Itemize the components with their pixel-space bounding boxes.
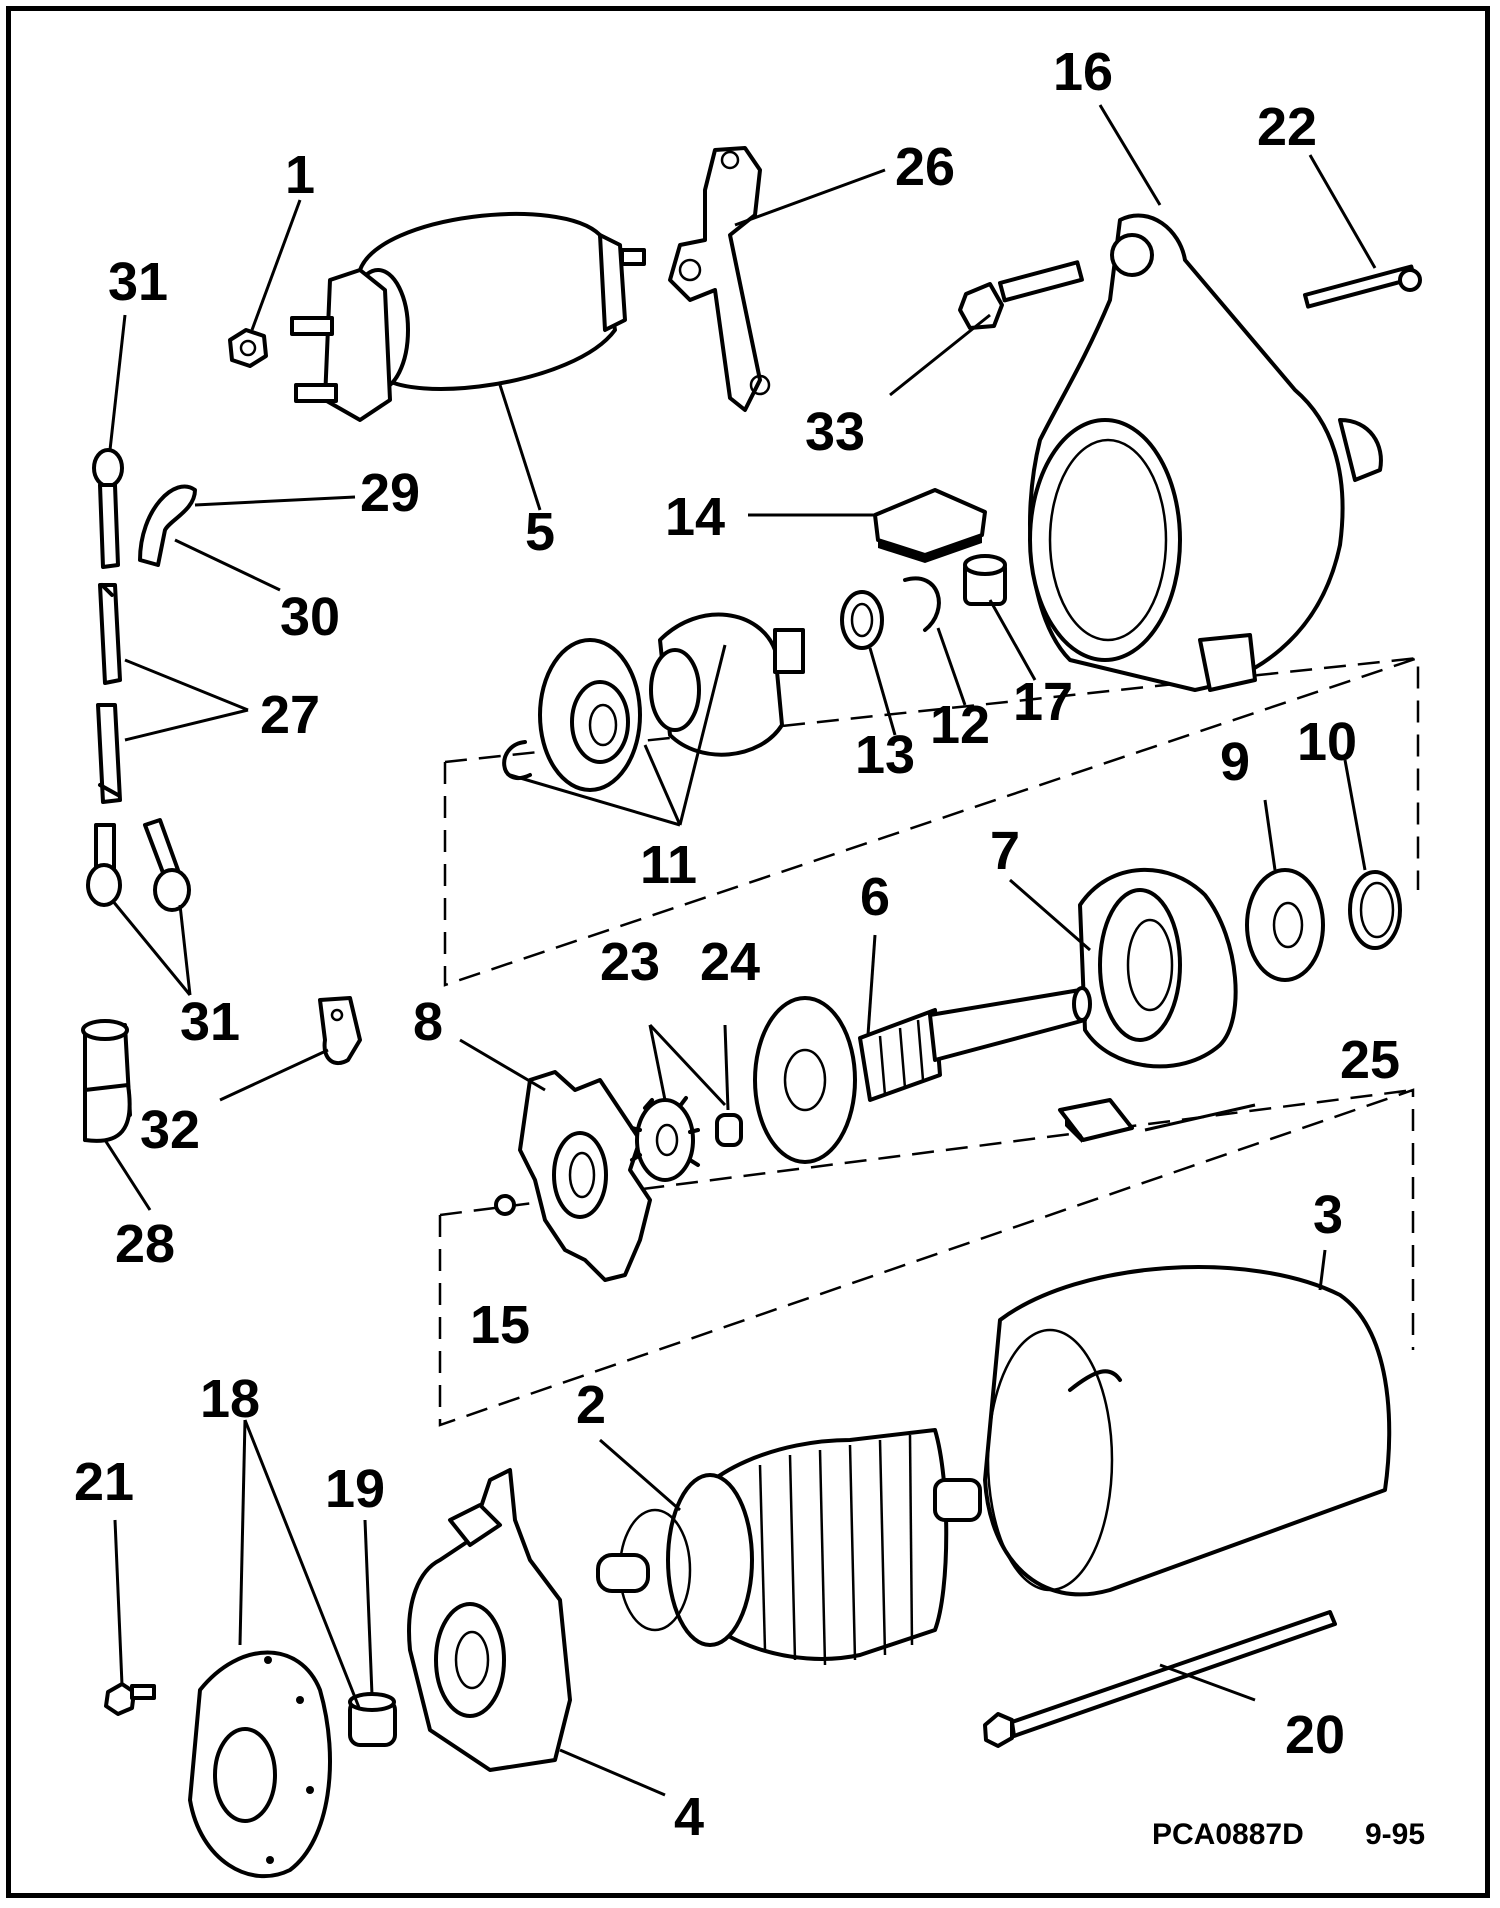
callout-33: 33 [805, 402, 866, 462]
drive-housing-part [1028, 213, 1383, 692]
ring-10-part [1348, 870, 1402, 950]
bushing-17-part [963, 554, 1007, 606]
gear-23-part [630, 1096, 700, 1182]
callout-14: 14 [665, 487, 726, 547]
callout-31-top: 31 [108, 252, 169, 312]
callout-13: 13 [855, 725, 916, 785]
bolt-22-part [1303, 264, 1422, 309]
shift-lever-part [668, 146, 771, 412]
callout-5: 5 [525, 502, 556, 562]
washer-13-part [840, 590, 884, 650]
callout-15: 15 [470, 1295, 531, 1355]
clip-12-part [903, 576, 941, 632]
part-code: PCA0887D [1152, 1818, 1304, 1851]
callout-16: 16 [1053, 42, 1114, 102]
callout-20: 20 [1285, 1705, 1346, 1765]
solenoid-part [290, 212, 646, 422]
callout-11: 11 [640, 835, 698, 895]
bolt-33-part [958, 260, 1084, 330]
armature-2-part [596, 1428, 982, 1666]
callout-18: 18 [200, 1369, 261, 1429]
revision-date: 9-95 [1365, 1818, 1426, 1851]
dashed-group-upper [443, 656, 1420, 987]
callout-25: 25 [1340, 1030, 1401, 1090]
callout-30: 30 [280, 587, 341, 647]
housing-7-part [1078, 867, 1238, 1069]
washer-9-part [1245, 868, 1325, 982]
callout-9: 9 [1220, 732, 1251, 792]
callout-22: 22 [1257, 97, 1318, 157]
callout-19: 19 [325, 1459, 386, 1519]
nut-part [228, 328, 268, 368]
drive-assembly-11-part [502, 612, 805, 792]
callout-23: 23 [600, 932, 661, 992]
callout-28: 28 [115, 1214, 176, 1274]
callout-27: 27 [260, 685, 321, 745]
boot-28-part [81, 1019, 132, 1143]
frame-3-part [983, 1265, 1392, 1597]
callout-10: 10 [1297, 712, 1358, 772]
leader-lines [103, 104, 1377, 1797]
ball-15-part [494, 1194, 516, 1216]
callout-12: 12 [930, 695, 991, 755]
callout-3: 3 [1313, 1185, 1344, 1245]
callout-6: 6 [860, 867, 891, 927]
callout-1: 1 [285, 145, 316, 205]
callout-8: 8 [413, 992, 444, 1052]
callout-17: 17 [1013, 672, 1074, 732]
callout-21: 21 [74, 1452, 135, 1512]
callout-26: 26 [895, 137, 956, 197]
brush-holder-4-part [407, 1468, 572, 1772]
callout-32: 32 [140, 1100, 201, 1160]
callout-4: 4 [674, 1787, 705, 1847]
pin-24-part [715, 1113, 743, 1147]
callout-29: 29 [360, 463, 421, 523]
brush-25-part [1058, 1098, 1134, 1143]
callout-7: 7 [990, 821, 1021, 881]
wire-harness-part [86, 448, 197, 912]
end-cover-18-part [188, 1650, 332, 1879]
cap-32-part [318, 996, 362, 1066]
shaft-6-part [753, 986, 1092, 1164]
through-bolt-20-part [983, 1610, 1337, 1748]
callout-2: 2 [576, 1375, 607, 1435]
plate-8-part [518, 1070, 652, 1282]
callout-31-bottom: 31 [180, 992, 241, 1052]
callout-24: 24 [700, 932, 761, 992]
brush-14-part [873, 488, 987, 563]
screw-21-part [104, 1682, 156, 1716]
dashed-group-lower [438, 1088, 1415, 1427]
